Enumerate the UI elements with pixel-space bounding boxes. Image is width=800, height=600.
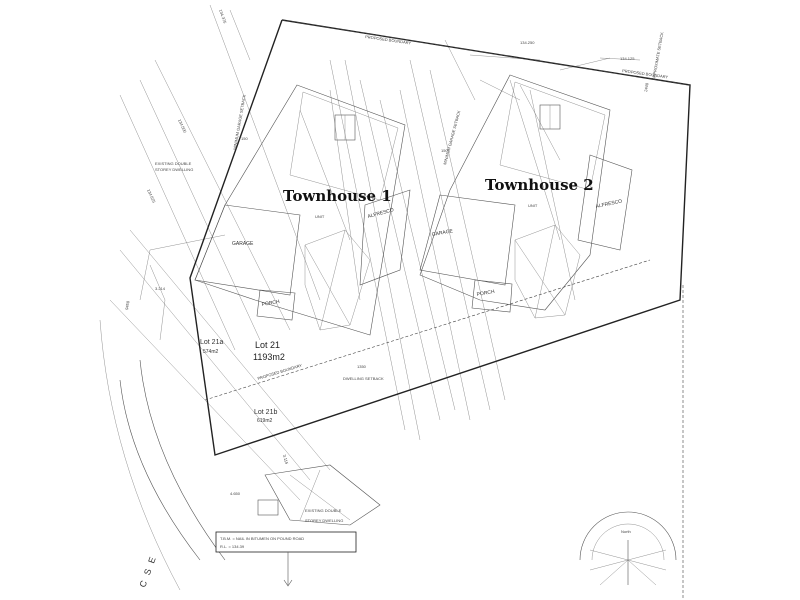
road-name-letters: C S E	[137, 554, 158, 589]
th1-alfresco-label: ALFRESCO	[367, 207, 395, 220]
level-134500: 134.500	[177, 118, 188, 134]
th2-porch-label: PORCH	[476, 289, 495, 298]
level-134375: 134.375	[218, 9, 228, 25]
townhouse-2-footprint	[419, 74, 633, 319]
dwelling-setback-label: DWELLING SETBACK	[343, 376, 384, 381]
th2-alfresco-label: ALFRESCO	[595, 198, 623, 209]
survey-lines	[109, 4, 641, 501]
dim-9450: 9450	[124, 300, 131, 310]
dim-1350: 1350	[357, 364, 367, 369]
proposed-boundary-mid-label: PROPOSED BOUNDARY	[257, 363, 303, 381]
dim-150-a: 150	[241, 136, 248, 141]
lot-b-area: 619m2	[257, 418, 273, 424]
road-curve: C S E	[99, 319, 226, 591]
existing-dwelling-label-2a: EXISTING DOUBLE	[305, 508, 342, 513]
th1-garage-label: GARAGE	[232, 241, 254, 247]
tbm-line-2: R.L. = 134.39	[220, 544, 245, 549]
townhouse-1-footprint	[194, 84, 411, 336]
tbm-line-1: T.B.M. = NAIL IN BITUMEN ON POUND ROAD	[220, 536, 304, 541]
th1-unit-label: UNIT	[315, 214, 325, 219]
dim-2440: 2440	[643, 82, 650, 92]
existing-dwelling-label-2b: STOREY DWELLING	[305, 518, 343, 523]
lot-a-area: 574m2	[203, 349, 219, 355]
th1-setback-label: MINIMUM GARAGE SETBACK	[232, 94, 247, 150]
th2-unit-label: UNIT	[528, 203, 538, 208]
level-134250: 134.250	[520, 40, 535, 45]
townhouse-1-title: Townhouse 1	[283, 187, 392, 205]
dim-4650: 4.650	[230, 491, 241, 496]
dim-3214: 3.214	[155, 286, 166, 291]
north-compass: North	[579, 511, 677, 586]
level-134625: 134.625	[146, 188, 157, 204]
lot-main-area: 1193m2	[253, 352, 285, 362]
lot-boundary	[189, 19, 691, 456]
existing-dwelling-label-1a: EXISTING DOUBLE	[155, 161, 192, 166]
th2-garage-label: GARAGE	[431, 228, 454, 238]
level-134125: 134.125	[620, 56, 635, 61]
dim-150-b: 150	[441, 148, 448, 153]
existing-dwelling-south	[257, 464, 381, 526]
north-label: North	[621, 529, 631, 534]
existing-dwelling-label-1b: STOREY DWELLING	[155, 167, 193, 172]
lot-main-name: Lot 21	[255, 340, 280, 350]
proposed-boundary-right-label: PROPOSED BOUNDARY	[622, 68, 669, 79]
th1-porch-label: PORCH	[261, 299, 280, 308]
proposed-boundary-top-label: PROPOSED BOUNDARY	[365, 34, 412, 45]
townhouse-2-title: Townhouse 2	[485, 176, 594, 194]
lot-a-name: Lot 21a	[200, 339, 223, 346]
th2-setback-label: MINIMUM GARAGE SETBACK	[442, 110, 461, 166]
tbm-box: T.B.M. = NAIL IN BITUMEN ON POUND ROAD R…	[215, 531, 357, 587]
lot-b-name: Lot 21b	[254, 409, 277, 416]
dim-3115: 3.115	[282, 454, 290, 465]
